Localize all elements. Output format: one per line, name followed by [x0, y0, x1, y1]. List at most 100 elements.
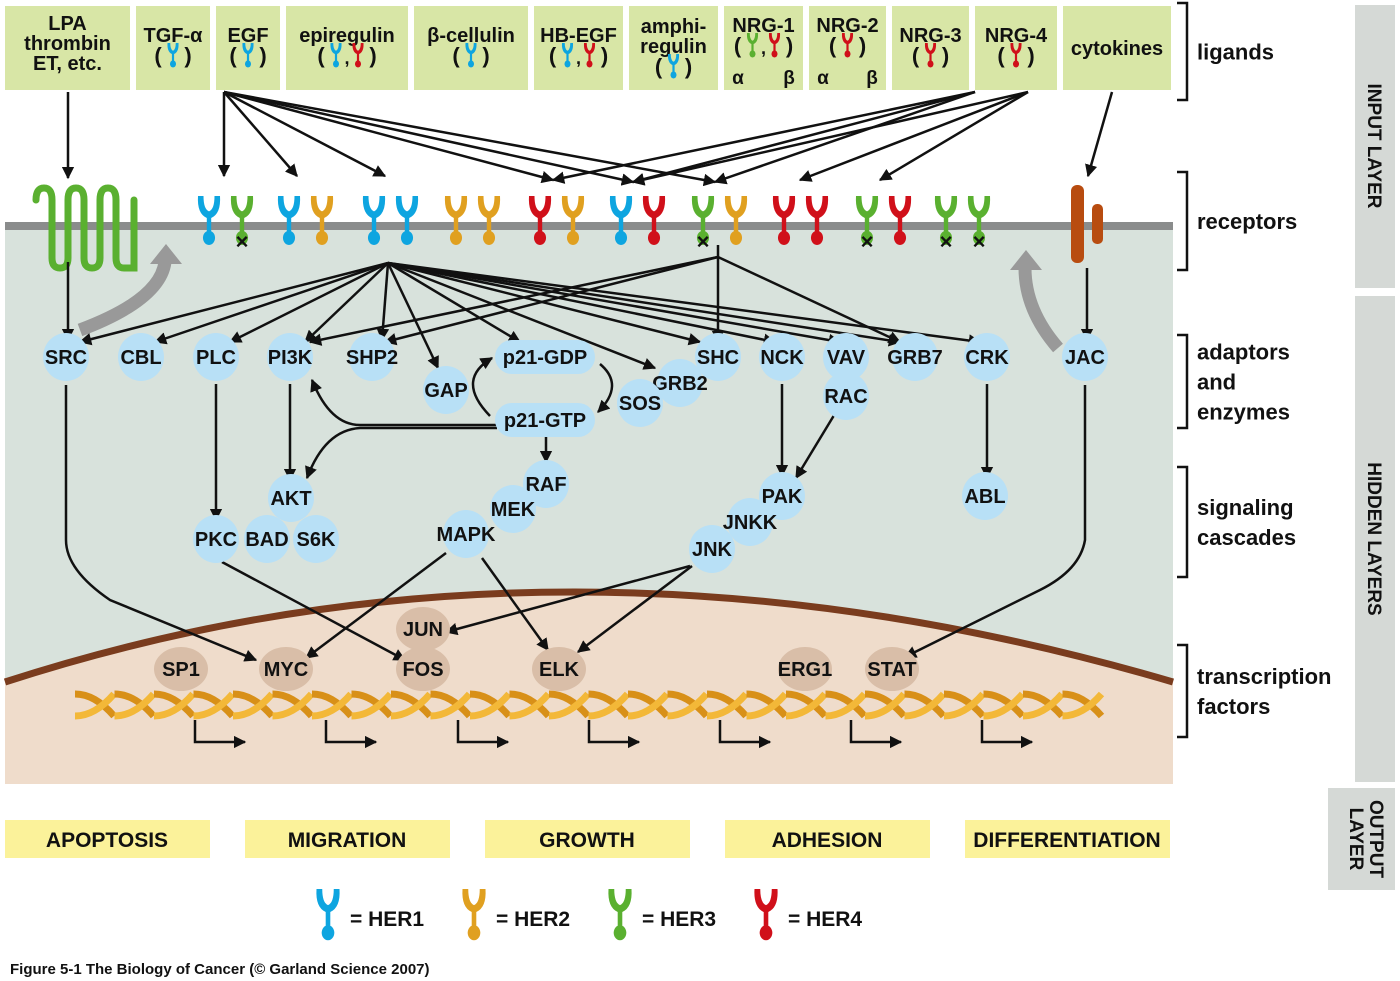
- edge-hub-to-nck: [387, 261, 777, 346]
- receptor-her1: [362, 196, 386, 246]
- dna-strand: [983, 690, 1026, 719]
- receptor-shape: [724, 196, 748, 246]
- receptor-shape: [465, 43, 477, 68]
- receptor-shape: [967, 196, 991, 246]
- dna-strand: [74, 691, 117, 720]
- node-src: SRC: [43, 333, 89, 381]
- dna-strand: [114, 690, 157, 719]
- node-label: GRB7: [887, 347, 943, 369]
- node-label: BAD: [245, 529, 288, 551]
- comma: ,: [344, 48, 349, 68]
- ligand-box: [534, 6, 623, 90]
- bracket-label: and: [1197, 370, 1236, 395]
- output-layer-label-line: LAYER: [1345, 808, 1366, 871]
- promoter-arrow: [849, 720, 903, 749]
- legend-receptor-icon: [608, 889, 632, 941]
- input-layer-bar: [1355, 5, 1395, 288]
- receptor-shape: [924, 43, 937, 68]
- receptor-her3: [230, 196, 254, 246]
- ligand-box: [216, 6, 280, 90]
- node-label: SHP2: [346, 347, 398, 369]
- dna-strand: [351, 690, 394, 719]
- src-to-myc: [64, 385, 258, 662]
- node-jnkk: JNKK: [723, 498, 778, 546]
- receptor-legend: = HER1= HER2= HER3= HER4: [316, 889, 862, 941]
- dna-strand: [667, 690, 710, 719]
- bracket-label: cascades: [1197, 525, 1296, 550]
- dna-strand: [272, 690, 315, 719]
- receptor-dimer: [609, 196, 666, 246]
- ligand-receptor-icon-her4: [924, 43, 937, 68]
- node-erg1: ERG1: [778, 647, 832, 691]
- legend-label: = HER3: [642, 908, 716, 931]
- edge-hub-to-vav: [387, 261, 842, 347]
- jac-transactivation-arrow: [1018, 267, 1063, 353]
- jnk-to-elk: [577, 565, 693, 653]
- node-shape: [259, 647, 313, 691]
- ligand-box: [1063, 6, 1171, 90]
- node-pak: PAK: [759, 472, 805, 520]
- legend-item-her4: = HER4: [754, 889, 862, 941]
- node-label: SOS: [619, 393, 661, 415]
- dna-strand: [667, 691, 710, 720]
- receptor-her4: [888, 196, 912, 246]
- output-label: GROWTH: [539, 829, 635, 852]
- ligand-receptor-icon-her1: [330, 43, 342, 68]
- node-label: MYC: [264, 659, 308, 681]
- jac-to-stat: [903, 385, 1087, 659]
- node-label: ABL: [964, 486, 1005, 508]
- receptor-her4: [528, 196, 552, 246]
- ligand-name: NRG-1: [732, 15, 794, 37]
- ligand-receptor-icon-her4: [352, 43, 364, 68]
- receptor-shape: [477, 196, 501, 246]
- dna-strand: [706, 690, 749, 719]
- ligand-name: TGF-α: [144, 25, 204, 47]
- node-shape: [523, 460, 569, 508]
- node-label: S6K: [297, 529, 336, 551]
- node-shape: [823, 372, 869, 420]
- receptor-shape: [1010, 43, 1022, 68]
- receptor-shape: [561, 196, 585, 246]
- legend-label: = HER4: [788, 908, 862, 931]
- bracket-receptors: receptors: [1177, 170, 1297, 272]
- receptor-shape: [330, 43, 342, 68]
- gpcr-transactivation-arrow: [77, 260, 172, 337]
- mapk-to-elk: [480, 557, 550, 652]
- node-shape: [495, 340, 595, 374]
- rac-to-pak: [794, 411, 838, 480]
- dna-strand: [943, 691, 986, 720]
- egf-arrow: [223, 90, 717, 187]
- node-nck: NCK: [759, 333, 805, 381]
- ligand-name: EGF: [227, 25, 268, 47]
- receptor-shape: [352, 43, 364, 68]
- isoform-alpha: α: [732, 68, 744, 89]
- node-shape: [962, 472, 1008, 520]
- dna-strand: [232, 691, 275, 720]
- node-label: GAP: [424, 380, 467, 402]
- dna-strand: [943, 690, 986, 719]
- gap-cycle: [471, 356, 494, 417]
- receptor-her2: [444, 196, 468, 246]
- receptor-shape: [395, 196, 419, 246]
- node-elk: ELK: [532, 647, 586, 691]
- dna-strand: [193, 691, 236, 720]
- dna-strand: [746, 690, 789, 719]
- node-label: MAPK: [437, 524, 496, 546]
- node-shape: [759, 333, 805, 381]
- ligand-name: NRG-4: [985, 25, 1048, 47]
- receptor-her4: [772, 196, 796, 246]
- paren-open: (: [154, 43, 162, 68]
- node-jac: JAC: [1062, 333, 1108, 381]
- output-migration: MIGRATION: [245, 820, 450, 858]
- receptor-shape: [934, 196, 958, 246]
- dna-strand: [746, 691, 789, 720]
- dna-strand: [864, 691, 907, 720]
- receptor-shape: [528, 196, 552, 246]
- legend-item-her2: = HER2: [462, 889, 570, 941]
- nrg-arrow: [631, 90, 976, 186]
- receptor-her3: [967, 196, 991, 246]
- edge-her3-hub: [717, 255, 902, 344]
- paren-open: (: [912, 43, 920, 68]
- node-label: NCK: [760, 347, 804, 369]
